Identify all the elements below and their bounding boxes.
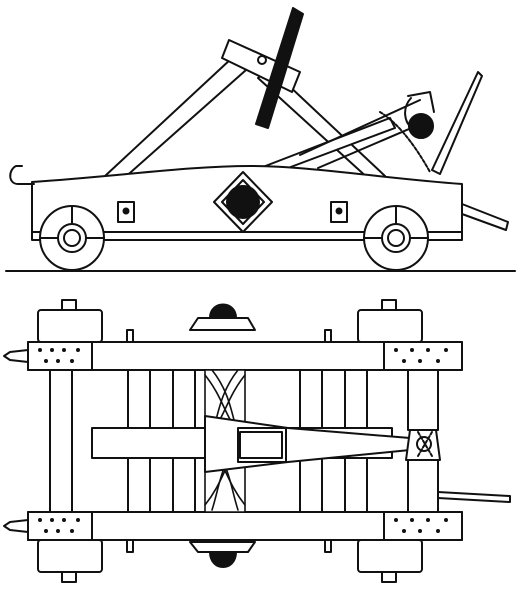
side-elevation (5, 7, 516, 272)
end-plate-top-right (383, 341, 463, 371)
winch-plan-lower (407, 459, 439, 513)
wheel-front (363, 205, 429, 271)
end-plate-top-left (27, 341, 93, 371)
wheel-rear (39, 205, 105, 271)
hub-bottom (189, 541, 256, 553)
arm-plan-socket (239, 431, 283, 459)
rear-hook (9, 165, 35, 185)
center-hub (226, 185, 260, 219)
wheel-front-hub-inner (387, 229, 405, 247)
tongue (461, 203, 509, 231)
frame-strut-rear (104, 57, 247, 181)
winch-plan-upper (407, 369, 439, 431)
throwing-arm (255, 7, 304, 129)
beam-pin (257, 55, 267, 65)
bracket-right-pin (335, 207, 343, 215)
end-plate-bottom-left (27, 511, 93, 541)
winch-plan-rope (417, 431, 433, 457)
tongue-plan (437, 491, 511, 503)
wheel-plan-top-right (357, 309, 423, 343)
winch-hook (404, 97, 413, 129)
plan-view (3, 299, 511, 583)
hub-top-dome (209, 303, 237, 319)
strut-1 (49, 369, 73, 513)
wheel-plan-top-left (37, 309, 103, 343)
wheel-plan-top-left-hub (61, 299, 77, 311)
wheel-plan-top-right-hub (381, 299, 397, 311)
axle-end-top (3, 349, 29, 363)
wheel-plan-bottom-left-hub (61, 571, 77, 583)
frame-brace-line (299, 99, 421, 156)
end-plate-bottom-right (383, 511, 463, 541)
wheel-plan-bottom-left (37, 539, 103, 573)
winch-bracket (407, 91, 435, 113)
winch-drum (408, 113, 434, 139)
wheel-rear-hub-inner (63, 229, 81, 247)
axle-end-bottom (3, 519, 29, 533)
wheel-plan-bottom-right (357, 539, 423, 573)
bracket-left-pin (122, 207, 130, 215)
hub-top (189, 317, 256, 331)
rope (379, 111, 431, 173)
pins (126, 329, 332, 553)
hub-bottom-dome (209, 551, 237, 568)
wheel-plan-bottom-right-hub (381, 571, 397, 583)
winch-lever (431, 71, 483, 175)
